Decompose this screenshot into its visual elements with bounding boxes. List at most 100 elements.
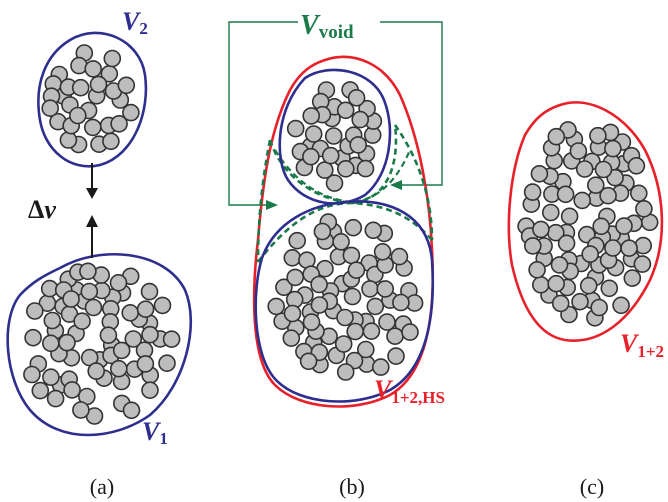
particle <box>627 157 646 175</box>
particle <box>378 313 396 331</box>
v12-boundary <box>507 101 664 342</box>
particle <box>547 127 566 146</box>
caption-a: (a) <box>90 474 114 499</box>
particle <box>336 363 355 381</box>
particle <box>623 269 642 287</box>
particle <box>313 222 332 241</box>
particle <box>41 99 60 117</box>
v2-label: V2 <box>122 7 148 38</box>
v2b-particles <box>286 81 383 192</box>
particle <box>153 296 172 315</box>
particle <box>99 326 118 345</box>
particle <box>376 280 395 298</box>
void-inner-dash <box>274 149 412 204</box>
particle <box>575 160 594 178</box>
particle <box>373 243 392 261</box>
v12-particles <box>517 121 659 327</box>
void-region <box>256 124 434 263</box>
particle <box>366 297 385 316</box>
delta-v-label: Δv <box>28 195 56 224</box>
particle <box>69 106 87 125</box>
particle <box>122 103 140 122</box>
particle <box>302 147 320 166</box>
void-label: Vvoid <box>300 10 354 43</box>
particle <box>349 136 368 154</box>
particle <box>43 311 62 330</box>
particle <box>629 184 648 203</box>
particle <box>342 246 361 265</box>
particle <box>103 49 122 68</box>
panel-b: Vvoid V1+2,HS <box>228 10 445 408</box>
particle <box>600 279 619 298</box>
particle <box>84 298 103 317</box>
particle <box>362 322 381 341</box>
particle <box>23 365 41 384</box>
particle <box>615 217 633 235</box>
panel-a: Δv V2 V1 <box>6 7 193 448</box>
particle <box>573 191 592 210</box>
particle <box>401 323 419 341</box>
particle <box>286 119 305 138</box>
particle <box>571 292 589 311</box>
particle <box>604 139 622 158</box>
particle <box>121 303 139 322</box>
particle <box>267 297 286 316</box>
v2-boundary <box>37 31 148 168</box>
particle <box>336 160 355 178</box>
particle <box>324 127 343 145</box>
v2-particles <box>41 44 140 154</box>
particle <box>288 231 307 250</box>
particle <box>364 221 383 240</box>
particle <box>282 329 301 348</box>
particle <box>325 174 344 192</box>
particle <box>346 322 365 341</box>
particle <box>387 347 405 365</box>
v12hs-boundary <box>252 55 435 408</box>
particle <box>42 368 60 387</box>
particle <box>579 276 598 295</box>
particle <box>162 330 181 349</box>
particle <box>302 107 321 125</box>
particle <box>102 132 120 151</box>
particle <box>541 203 560 222</box>
particle <box>345 351 364 370</box>
particle <box>590 298 609 317</box>
particle <box>87 362 105 380</box>
particle <box>356 159 375 178</box>
v2b-boundary <box>278 68 392 205</box>
void-bracket <box>228 21 443 206</box>
particle <box>73 312 91 331</box>
particle <box>62 290 80 308</box>
particle <box>334 335 353 353</box>
particle <box>531 275 550 294</box>
particle <box>356 340 375 359</box>
particle <box>599 186 617 205</box>
v1-particles <box>23 262 181 425</box>
particle <box>124 330 143 348</box>
particle <box>41 334 60 353</box>
particle <box>110 115 128 133</box>
particle <box>386 327 404 346</box>
particle <box>523 183 542 201</box>
particle <box>122 401 141 420</box>
v1b-particles <box>267 213 424 381</box>
particle <box>84 60 102 78</box>
arrow-up-icon <box>86 215 98 227</box>
particle <box>72 401 90 419</box>
panel-c: V1+2 <box>507 101 664 361</box>
particle <box>343 287 362 306</box>
particle <box>80 282 99 301</box>
v12hs-label: V1+2,HS <box>374 375 445 407</box>
particle <box>344 218 363 237</box>
particle <box>63 381 81 399</box>
particle <box>523 237 542 255</box>
particle <box>560 207 579 226</box>
v1b-boundary <box>254 200 435 403</box>
v12-label: V1+2 <box>620 329 664 361</box>
particle <box>71 78 90 97</box>
particle <box>569 142 588 160</box>
particle <box>392 293 410 312</box>
v1-boundary <box>6 252 193 437</box>
particle <box>136 355 155 373</box>
